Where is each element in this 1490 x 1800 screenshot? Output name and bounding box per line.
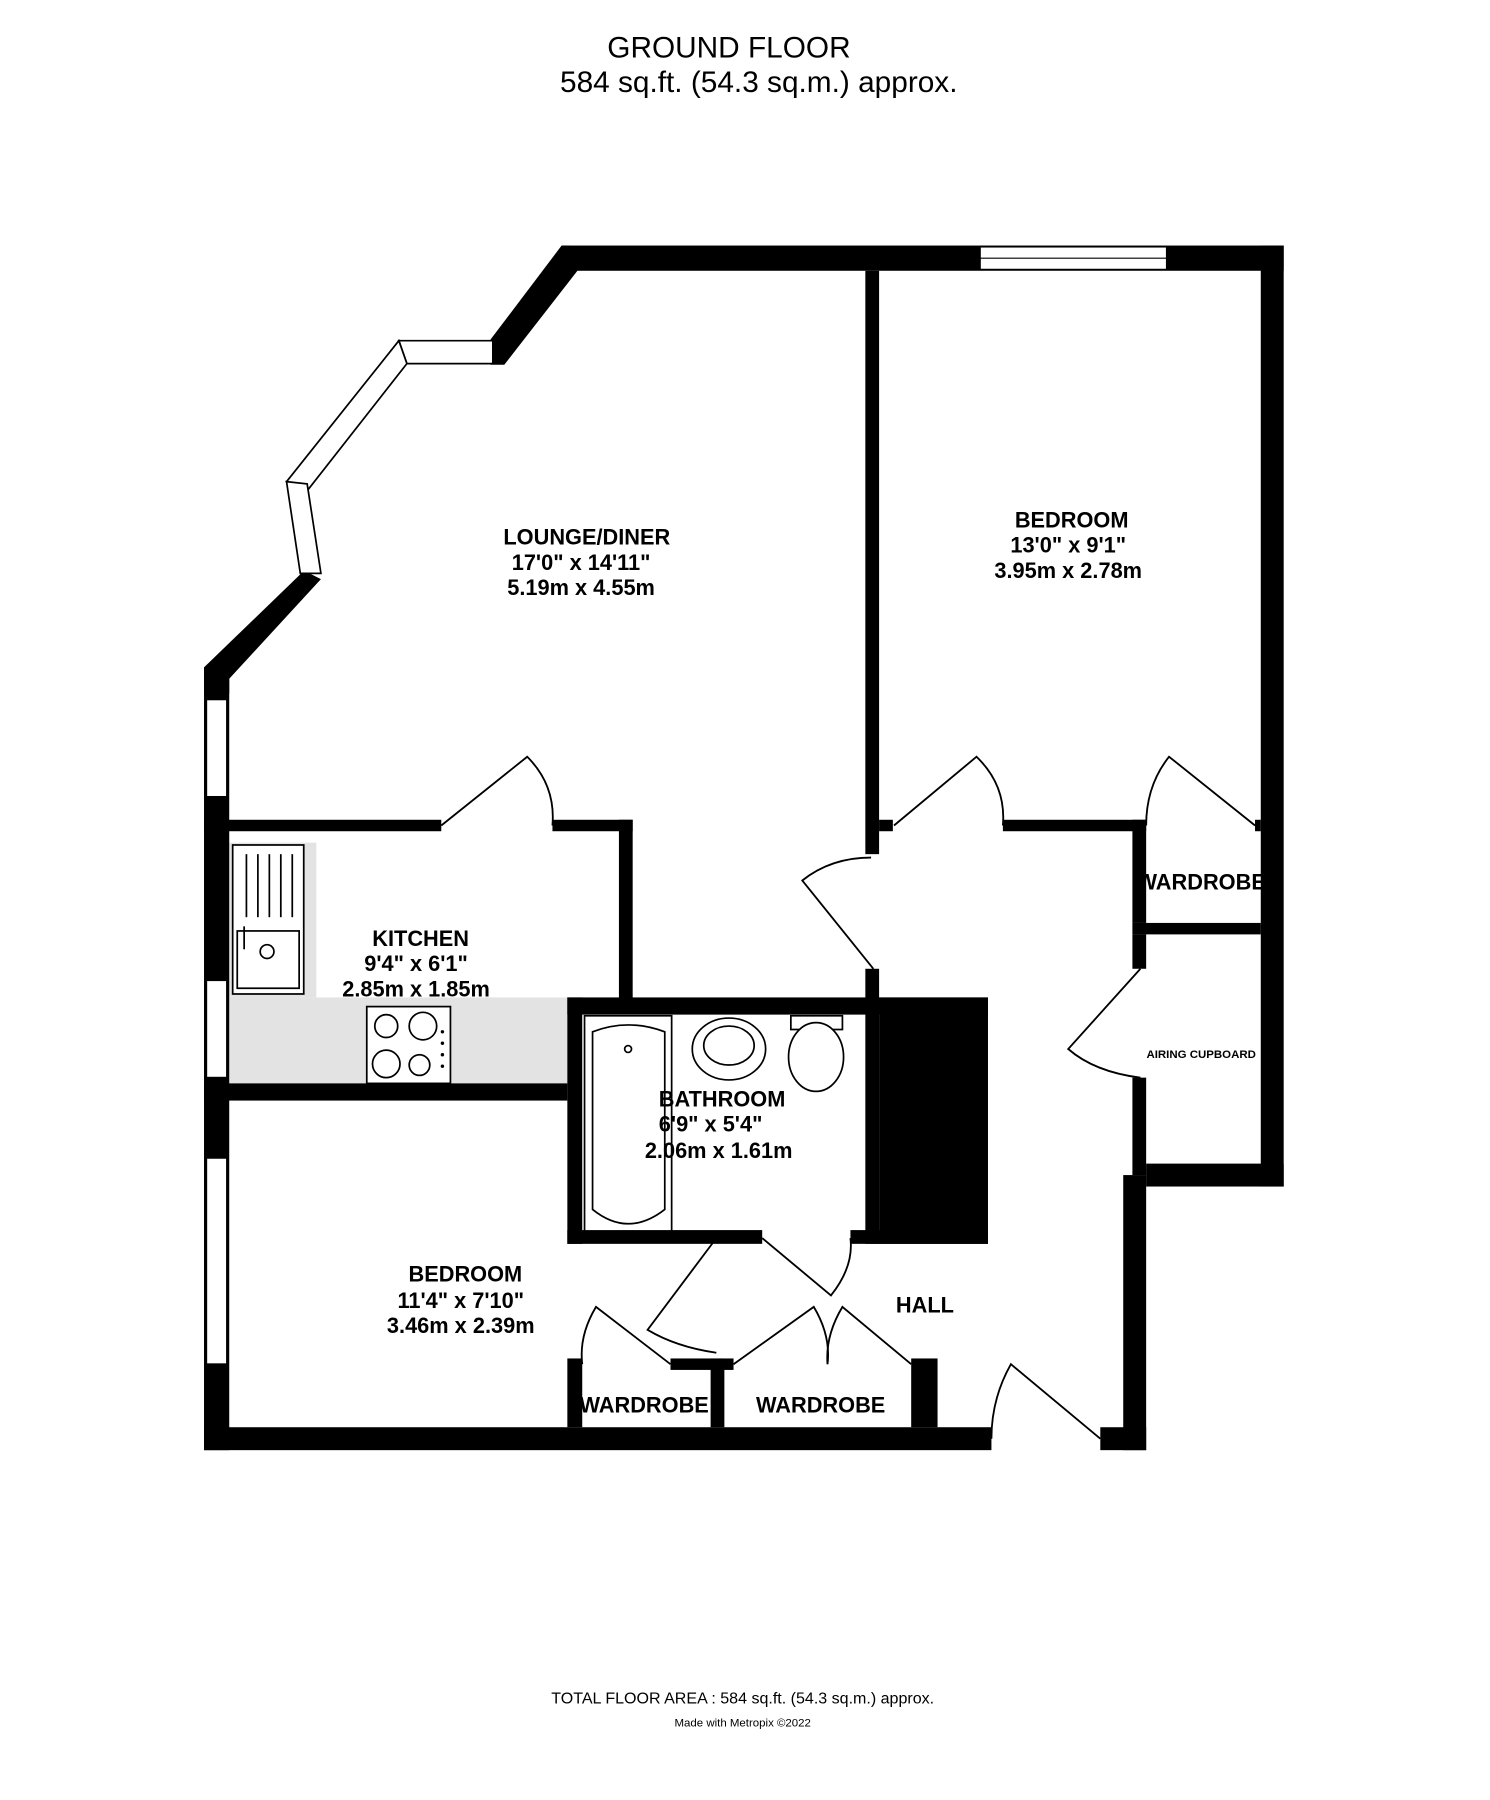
total-floor-area: TOTAL FLOOR AREA : 584 sq.ft. (54.3 sq.m… (551, 1689, 934, 1707)
room-wardrobe-2: WARDROBE (579, 1392, 708, 1417)
basin-icon (691, 1017, 767, 1081)
svg-text:3.46m x 2.39m: 3.46m x 2.39m (387, 1313, 535, 1338)
room-hall: HALL (896, 1293, 954, 1318)
room-lounge: LOUNGE/DINER 17'0" x 14'11" 5.19m x 4.55… (503, 525, 670, 600)
room-bathroom: BATHROOM 6'9" x 5'4" 2.06m x 1.61m (645, 1086, 793, 1163)
svg-text:2.85m x 1.85m: 2.85m x 1.85m (342, 976, 490, 1001)
svg-text:13'0" x 9'1": 13'0" x 9'1" (1010, 533, 1126, 558)
walls (204, 245, 1284, 1451)
bathtub-icon (583, 1014, 673, 1237)
sink-icon (231, 844, 305, 995)
doors (440, 755, 1256, 1440)
svg-text:5.19m x 4.55m: 5.19m x 4.55m (507, 575, 655, 600)
room-bedroom-2: BEDROOM 11'4" x 7'10" 3.46m x 2.39m (387, 1262, 535, 1339)
svg-text:BEDROOM: BEDROOM (1015, 508, 1129, 533)
svg-text:11'4" x 7'10": 11'4" x 7'10" (397, 1288, 524, 1313)
svg-text:6'9" x 5'4": 6'9" x 5'4" (659, 1112, 763, 1137)
svg-text:LOUNGE/DINER: LOUNGE/DINER (503, 525, 670, 550)
svg-text:2.06m x 1.61m: 2.06m x 1.61m (645, 1138, 793, 1163)
svg-text:BEDROOM: BEDROOM (409, 1262, 523, 1287)
windows (205, 245, 1168, 1366)
room-airing-cupboard: AIRING CUPBOARD (1146, 1049, 1255, 1061)
floor-area: 584 sq.ft. (54.3 sq.m.) approx. (560, 66, 957, 99)
toilet-icon (787, 1014, 845, 1093)
room-wardrobe-3: WARDROBE (756, 1392, 885, 1417)
hob-icon (365, 1005, 452, 1085)
room-bedroom-1: BEDROOM 13'0" x 9'1" 3.95m x 2.78m (994, 508, 1142, 583)
room-kitchen: KITCHEN 9'4" x 6'1" 2.85m x 1.85m (342, 926, 490, 1001)
credit: Made with Metropix ©2022 (675, 1717, 811, 1729)
svg-text:17'0" x 14'11": 17'0" x 14'11" (512, 550, 651, 575)
svg-text:BATHROOM: BATHROOM (659, 1086, 786, 1111)
svg-text:3.95m x 2.78m: 3.95m x 2.78m (994, 558, 1142, 583)
floor-title: GROUND FLOOR (607, 32, 850, 65)
svg-text:9'4" x 6'1": 9'4" x 6'1" (364, 951, 468, 976)
svg-text:KITCHEN: KITCHEN (372, 926, 469, 951)
room-wardrobe-1: WARDROBE (1136, 870, 1265, 895)
